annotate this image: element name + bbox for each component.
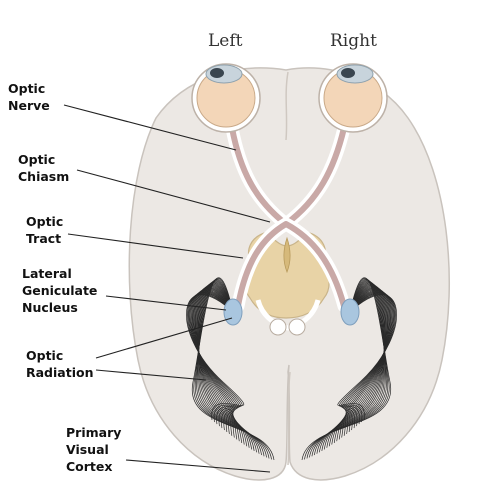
leader-lines: [63, 104, 271, 473]
frontal-midline: [285, 71, 289, 141]
optic-radiation-fiber: [192, 289, 234, 436]
heading-left: Left: [208, 31, 243, 51]
label-optic-chiasm: Optic Chiasm: [18, 152, 69, 184]
optic-radiation-fiber: [323, 283, 386, 450]
mammillary-body-right: [288, 318, 306, 336]
optic-radiation-fiber: [341, 288, 390, 438]
optic-radiation-fiber: [194, 287, 240, 442]
leader-optic-radiation-a: [95, 317, 233, 359]
optic-radiation-fibers-left: [186, 277, 275, 461]
optic-radiation-fiber: [194, 287, 238, 440]
lgn-left: [223, 298, 243, 326]
label-lateral-geniculate-nucleus: Lateral Geniculate Nucleus: [22, 266, 102, 315]
label-optic-radiation: Optic Radiation: [26, 348, 93, 380]
occipital-midline: [287, 371, 291, 466]
lgn-right: [340, 298, 360, 326]
optic-radiation-fiber: [343, 289, 391, 436]
leader-optic-nerve: [63, 104, 237, 151]
optic-pathway: [225, 121, 351, 313]
third-ventricle: [283, 236, 291, 274]
leader-optic-tract: [67, 233, 244, 259]
leader-visual-cortex: [125, 459, 271, 473]
midbrain-outline: [255, 299, 321, 331]
leader-optic-radiation-b: [95, 369, 207, 381]
label-primary-visual-cortex: Primary Visual Cortex: [66, 425, 126, 474]
mammillary-body-left: [269, 318, 287, 336]
leader-optic-chiasm: [76, 169, 271, 223]
optic-radiation-fibers-right: [301, 277, 397, 461]
heading-right: Right: [330, 31, 377, 51]
label-optic-tract: Optic Tract: [26, 214, 68, 246]
right-eye: [318, 63, 388, 133]
optic-radiation-fiber: [186, 294, 245, 421]
label-optic-nerve: Optic Nerve: [8, 81, 50, 113]
leader-lgn: [105, 295, 227, 311]
optic-radiation-fiber: [193, 288, 235, 438]
left-eye: [191, 63, 261, 133]
optic-radiation-fiber: [338, 287, 389, 440]
optic-radiation-fiber: [337, 294, 397, 421]
optic-radiation-fiber: [321, 282, 385, 451]
